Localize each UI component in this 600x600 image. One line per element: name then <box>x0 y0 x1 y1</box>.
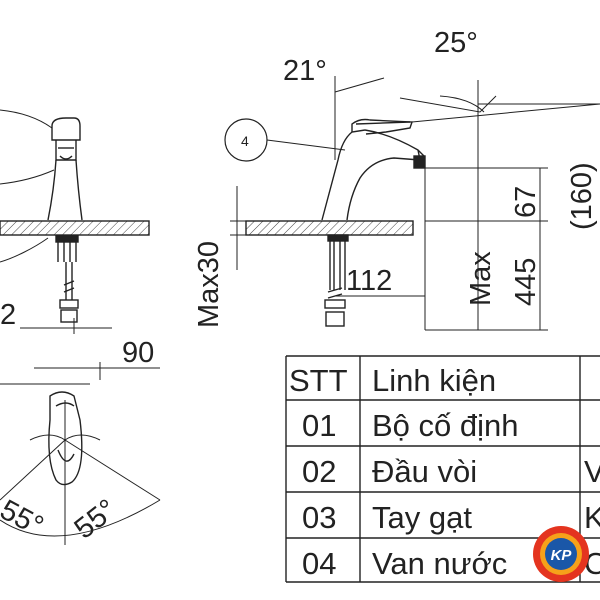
dim-2-label: 2 <box>0 299 16 331</box>
logo-inner <box>545 538 577 570</box>
table-header-component: Linh kiện <box>372 363 496 398</box>
kp-logo: KP <box>533 526 589 582</box>
table-row-stt: 01 <box>302 408 336 443</box>
table-header-stt: STT <box>289 363 348 398</box>
dim-445-label: 445 <box>510 258 542 306</box>
logo-text: KP <box>551 547 573 564</box>
dim-90-label: 90 <box>122 337 154 369</box>
table-row-stt: 04 <box>302 546 336 581</box>
table-row-stt: 02 <box>302 454 336 489</box>
callout-4-label: 4 <box>241 133 249 149</box>
table-row-extra: V <box>584 454 600 489</box>
dim-160-label: (160) <box>566 162 598 230</box>
angle-25-label: 25° <box>434 27 478 59</box>
table-row-name: Tay gạt <box>372 500 472 535</box>
dim-max-label: Max <box>465 251 497 306</box>
dim-67-label: 67 <box>510 186 542 218</box>
front-view <box>0 109 150 334</box>
dimension-labels: 21° 25° 4 (160) 67 445 Max Max30 112 90 … <box>0 27 598 546</box>
table-row-stt: 03 <box>302 500 336 535</box>
angle-55-right-label: 55° <box>69 493 123 545</box>
top-view <box>0 362 161 545</box>
side-view <box>224 76 600 331</box>
table-row-name: Đầu vòi <box>372 454 477 489</box>
table-row-name: Bộ cố định <box>372 408 519 443</box>
angle-21-label: 21° <box>283 55 327 87</box>
parts-table <box>285 355 600 583</box>
table-text: STT Linh kiện 01 Bộ cố định 02 Đầu vòi V… <box>289 363 600 581</box>
table-row-extra: K <box>584 500 600 535</box>
table-row-name: Van nước <box>372 546 507 581</box>
dim-112-label: 112 <box>346 265 392 297</box>
dim-max30-label: Max30 <box>193 241 225 328</box>
